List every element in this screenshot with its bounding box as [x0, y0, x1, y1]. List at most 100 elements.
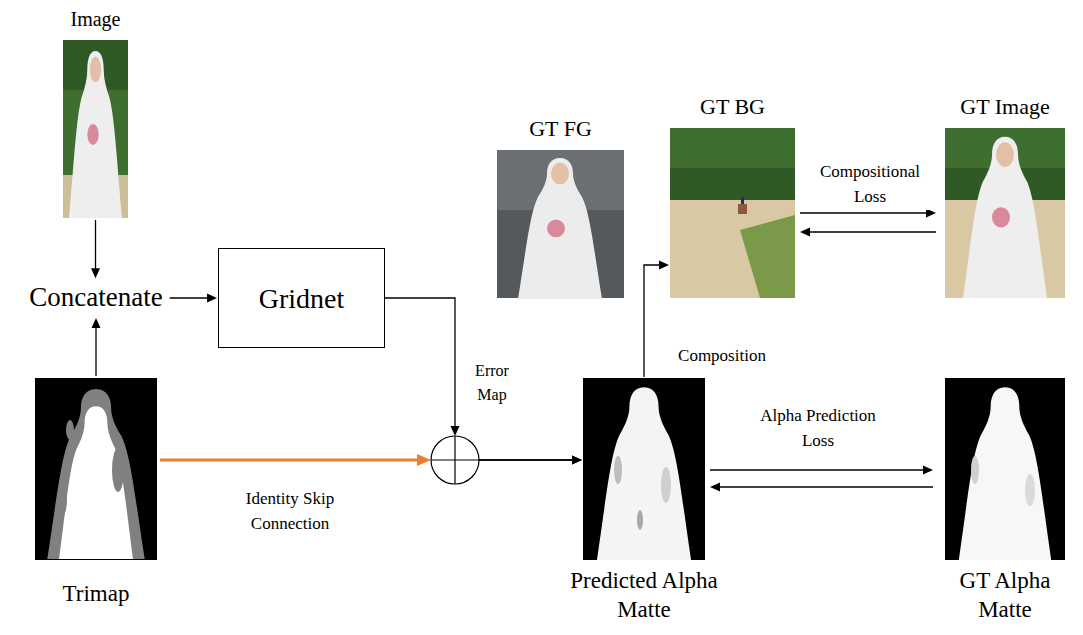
- background-photo: [670, 128, 795, 298]
- illustration-part: [738, 204, 747, 214]
- connector-line: [95, 327, 96, 376]
- illustration-part: [670, 128, 795, 168]
- panel-caption: Trimap: [63, 580, 130, 609]
- illustration-part: [547, 220, 565, 238]
- edge-label: Alpha Prediction Loss: [748, 403, 888, 454]
- panel-caption: GT FG: [529, 115, 592, 143]
- illustration-part: [945, 128, 1065, 298]
- panel-caption-text: GT Image: [960, 93, 1049, 121]
- connector-line: [710, 469, 924, 470]
- sum-symbol: [431, 436, 479, 484]
- illustration-part: [959, 387, 1051, 560]
- gt-alpha-image: [945, 378, 1065, 560]
- arrow-head: [207, 294, 217, 303]
- image-panel: GT BG: [670, 128, 795, 298]
- image-panel: Trimap: [35, 378, 157, 560]
- illustration-part: [90, 57, 101, 83]
- illustration-part: [497, 150, 624, 298]
- illustration-part: [59, 406, 133, 559]
- illustration-part: [69, 51, 122, 218]
- connector: [644, 261, 669, 378]
- connector-line: [644, 265, 660, 377]
- panel-caption-text: GT Alpha Matte: [930, 567, 1080, 625]
- connector: [170, 294, 217, 303]
- panel-caption-text: GT FG: [529, 115, 592, 143]
- panel-caption: GT Image: [960, 93, 1049, 121]
- illustration-part: [670, 128, 795, 298]
- illustration-part: [57, 484, 67, 516]
- illustration-part: [583, 378, 705, 560]
- illustration-part: [963, 137, 1047, 298]
- illustration-part: [670, 200, 795, 298]
- arrow-head: [926, 209, 936, 218]
- illustration-part: [112, 448, 124, 492]
- panel-caption: Image: [71, 7, 121, 32]
- illustration-part: [637, 510, 643, 530]
- panel-caption-text: Trimap: [63, 580, 130, 609]
- panel-caption: GT Alpha Matte: [930, 567, 1080, 625]
- illustration-part: [66, 420, 74, 440]
- image-panel: Predicted Alpha Matte: [583, 378, 705, 560]
- connector: [91, 220, 100, 278]
- edge-label: Composition: [678, 343, 766, 369]
- connector: [160, 454, 582, 466]
- connector: [92, 318, 101, 376]
- illustration-part: [741, 197, 744, 204]
- text-node: Concatenate: [25, 279, 166, 317]
- connector: [710, 483, 933, 492]
- connector-line: [809, 231, 936, 232]
- arrow-head: [710, 483, 720, 492]
- process-box: Gridnet: [218, 248, 385, 348]
- edge-label: Identity Skip Connection: [210, 486, 370, 537]
- illustration-part: [63, 40, 128, 218]
- image-panel: GT Image: [945, 128, 1065, 298]
- image-panel: GT Alpha Matte: [945, 378, 1065, 560]
- connector-line: [479, 459, 573, 460]
- node-label: Gridnet: [259, 281, 345, 316]
- illustration-part: [551, 163, 569, 185]
- arrow-head: [572, 456, 582, 465]
- arrow-head: [923, 466, 933, 475]
- panel-caption-text: Image: [71, 7, 121, 32]
- arrow-head: [417, 454, 431, 466]
- connector-line: [95, 220, 96, 269]
- connector-line: [800, 212, 927, 213]
- illustration-part: [971, 456, 979, 484]
- connector-line: [385, 298, 455, 427]
- trimap-image: [35, 378, 157, 560]
- connector: [800, 228, 936, 237]
- connector: [800, 209, 936, 218]
- arrow-head: [451, 426, 460, 436]
- arrow-head: [800, 228, 810, 237]
- foreground-photo: [497, 150, 624, 299]
- arrow-head: [92, 318, 101, 328]
- node-label: Concatenate: [29, 281, 162, 315]
- illustration-part: [996, 142, 1014, 167]
- illustration-part: [945, 378, 1065, 560]
- composite-photo: [945, 128, 1065, 298]
- arrow-head: [91, 268, 100, 278]
- illustration-part: [992, 207, 1010, 227]
- illustration-part: [614, 456, 622, 484]
- connector-line: [170, 297, 208, 298]
- illustration-part: [740, 215, 795, 298]
- panel-caption: Predicted Alpha Matte: [564, 567, 724, 625]
- illustration-part: [597, 387, 691, 560]
- connector-line: [479, 459, 573, 460]
- illustration-part: [661, 467, 671, 503]
- image-panel: Image: [63, 40, 128, 218]
- illustration-part: [454, 436, 455, 484]
- illustration-part: [945, 128, 1065, 168]
- illustration-part: [518, 158, 602, 299]
- edge-label: Compositional Loss: [808, 159, 933, 210]
- connector-line: [719, 486, 933, 487]
- illustration-part: [35, 378, 157, 560]
- connector-line: [160, 458, 418, 461]
- connector: [710, 466, 933, 475]
- panel-caption-text: Predicted Alpha Matte: [564, 567, 724, 625]
- illustration-part: [431, 436, 479, 484]
- arrow-head: [659, 261, 669, 270]
- arrow-head: [572, 456, 582, 465]
